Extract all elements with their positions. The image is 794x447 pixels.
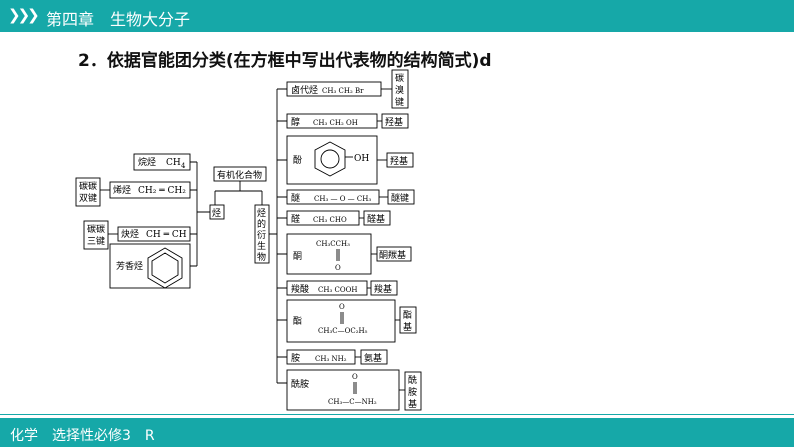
alkane-box: [133, 153, 191, 171]
acid-name: 羧酸: [291, 283, 309, 295]
section-heading: 2．依据官能团分类(在方框中写出代表物的结构简式)d: [78, 51, 492, 71]
ketone-box: [286, 233, 372, 275]
alkene-formula: CH₂ ═ CH₂: [138, 186, 186, 196]
ketone-group: 酮羰基: [379, 249, 406, 261]
acid-formula: CH₃ COOH: [318, 286, 357, 294]
ester-group-2: 基: [403, 321, 412, 333]
derivative-char-0: 烃: [257, 207, 266, 219]
alkene-box: [109, 181, 191, 199]
aldehyde-name: 醛: [291, 213, 300, 225]
ester-name: 酯: [293, 316, 302, 327]
footer-text: 化学 选择性必修3 R: [10, 428, 155, 444]
chevron-arrows-icon: ❯❯❯: [8, 6, 40, 24]
amide-box: [286, 369, 400, 411]
alkyne-formula: CH ═ CH: [146, 230, 187, 240]
alcohol-group-box: [381, 113, 409, 129]
amine-group-box: [360, 349, 388, 365]
alkene-name: 烯烃: [113, 184, 131, 196]
alkane-formula-subscript: 4: [181, 162, 186, 170]
amide-group-2: 胺: [408, 386, 417, 398]
aldehyde-group-box: [363, 210, 391, 226]
alkyne-bond-line1: 碳碳: [87, 223, 105, 235]
amide-group-box: [404, 371, 422, 411]
alcohol-group: 羟基: [385, 116, 403, 128]
haloalkane-group-2: 溴: [395, 84, 404, 96]
derivative-char-3: 生: [257, 240, 266, 252]
phenol-box: [286, 135, 378, 185]
ether-formula: CH₃ — O — CH₃: [314, 195, 371, 203]
haloalkane-group-3: 键: [395, 96, 404, 108]
phenol-group: 羟基: [390, 155, 408, 167]
haloalkane-group-1: 碳: [395, 72, 404, 84]
alcohol-name: 醇: [291, 116, 300, 128]
alkyne-bond-box: [83, 220, 109, 250]
alkane-name: 烷烃: [138, 156, 156, 168]
derivative-char-4: 物: [257, 251, 266, 263]
root-label: 有机化合物: [217, 169, 262, 181]
amide-group-1: 酰: [408, 374, 417, 386]
haloalkane-group-box: [391, 69, 409, 109]
alkyne-name: 炔烃: [121, 228, 139, 240]
aromatic-name: 芳香烃: [116, 260, 143, 272]
phenol-name: 酚: [293, 155, 302, 166]
haloalkane-formula: CH₃ CH₂ Br: [322, 87, 364, 95]
ester-formula: CH₃C—OC₂H₅: [318, 327, 368, 335]
ester-group-box: [399, 306, 417, 334]
ketone-formula: CH₃CCH₃: [316, 240, 350, 248]
alcohol-formula: CH₃ CH₂ OH: [313, 119, 358, 127]
amide-name: 酰胺: [291, 378, 309, 390]
acid-group: 羧基: [374, 283, 392, 295]
ether-group-box: [387, 189, 415, 205]
alkyne-bond-line2: 三键: [87, 235, 105, 247]
amide-group-3: 基: [408, 398, 417, 410]
alkene-bond-box: [75, 177, 101, 207]
amide-formula: CH₃—C—NH₂: [328, 398, 377, 406]
phenol-ring-icon: [314, 141, 353, 177]
footer-bar: 化学 选择性必修3 R: [0, 418, 794, 447]
alkene-bond-line2: 双键: [79, 192, 97, 204]
ketone-oxygen: O: [335, 264, 341, 272]
ester-oxygen: O: [339, 303, 345, 311]
amine-group: 氨基: [364, 352, 382, 364]
chapter-title: 第四章 生物大分子: [46, 10, 191, 29]
hydrocarbon-label: 烃: [212, 207, 221, 219]
ketone-name: 酮: [293, 251, 302, 262]
chapter-header-bar: ❯❯❯ 第四章 生物大分子: [0, 0, 794, 32]
amine-name: 胺: [291, 352, 300, 364]
aldehyde-formula: CH₃ CHO: [313, 216, 347, 224]
aldehyde-group: 醛基: [367, 213, 385, 225]
derivative-char-1: 的: [257, 218, 266, 230]
alkane-formula: CH: [166, 158, 181, 168]
amine-formula: CH₃ NH₂: [315, 355, 347, 363]
amide-oxygen: O: [352, 373, 358, 381]
ketone-group-box: [376, 246, 412, 262]
haloalkane-name: 卤代烃: [291, 84, 318, 96]
phenol-group-box: [386, 152, 414, 168]
ether-group: 醚键: [391, 192, 409, 204]
footer-divider: [0, 414, 794, 419]
benzene-ring-icon: [147, 247, 183, 289]
phenol-formula: OH: [354, 154, 369, 164]
derivative-char-2: 衍: [257, 229, 266, 241]
ether-name: 醚: [291, 192, 300, 204]
alkyne-box: [117, 226, 191, 242]
acid-group-box: [370, 280, 398, 296]
ester-group-1: 酯: [403, 310, 412, 321]
alkene-bond-line1: 碳碳: [79, 180, 97, 192]
